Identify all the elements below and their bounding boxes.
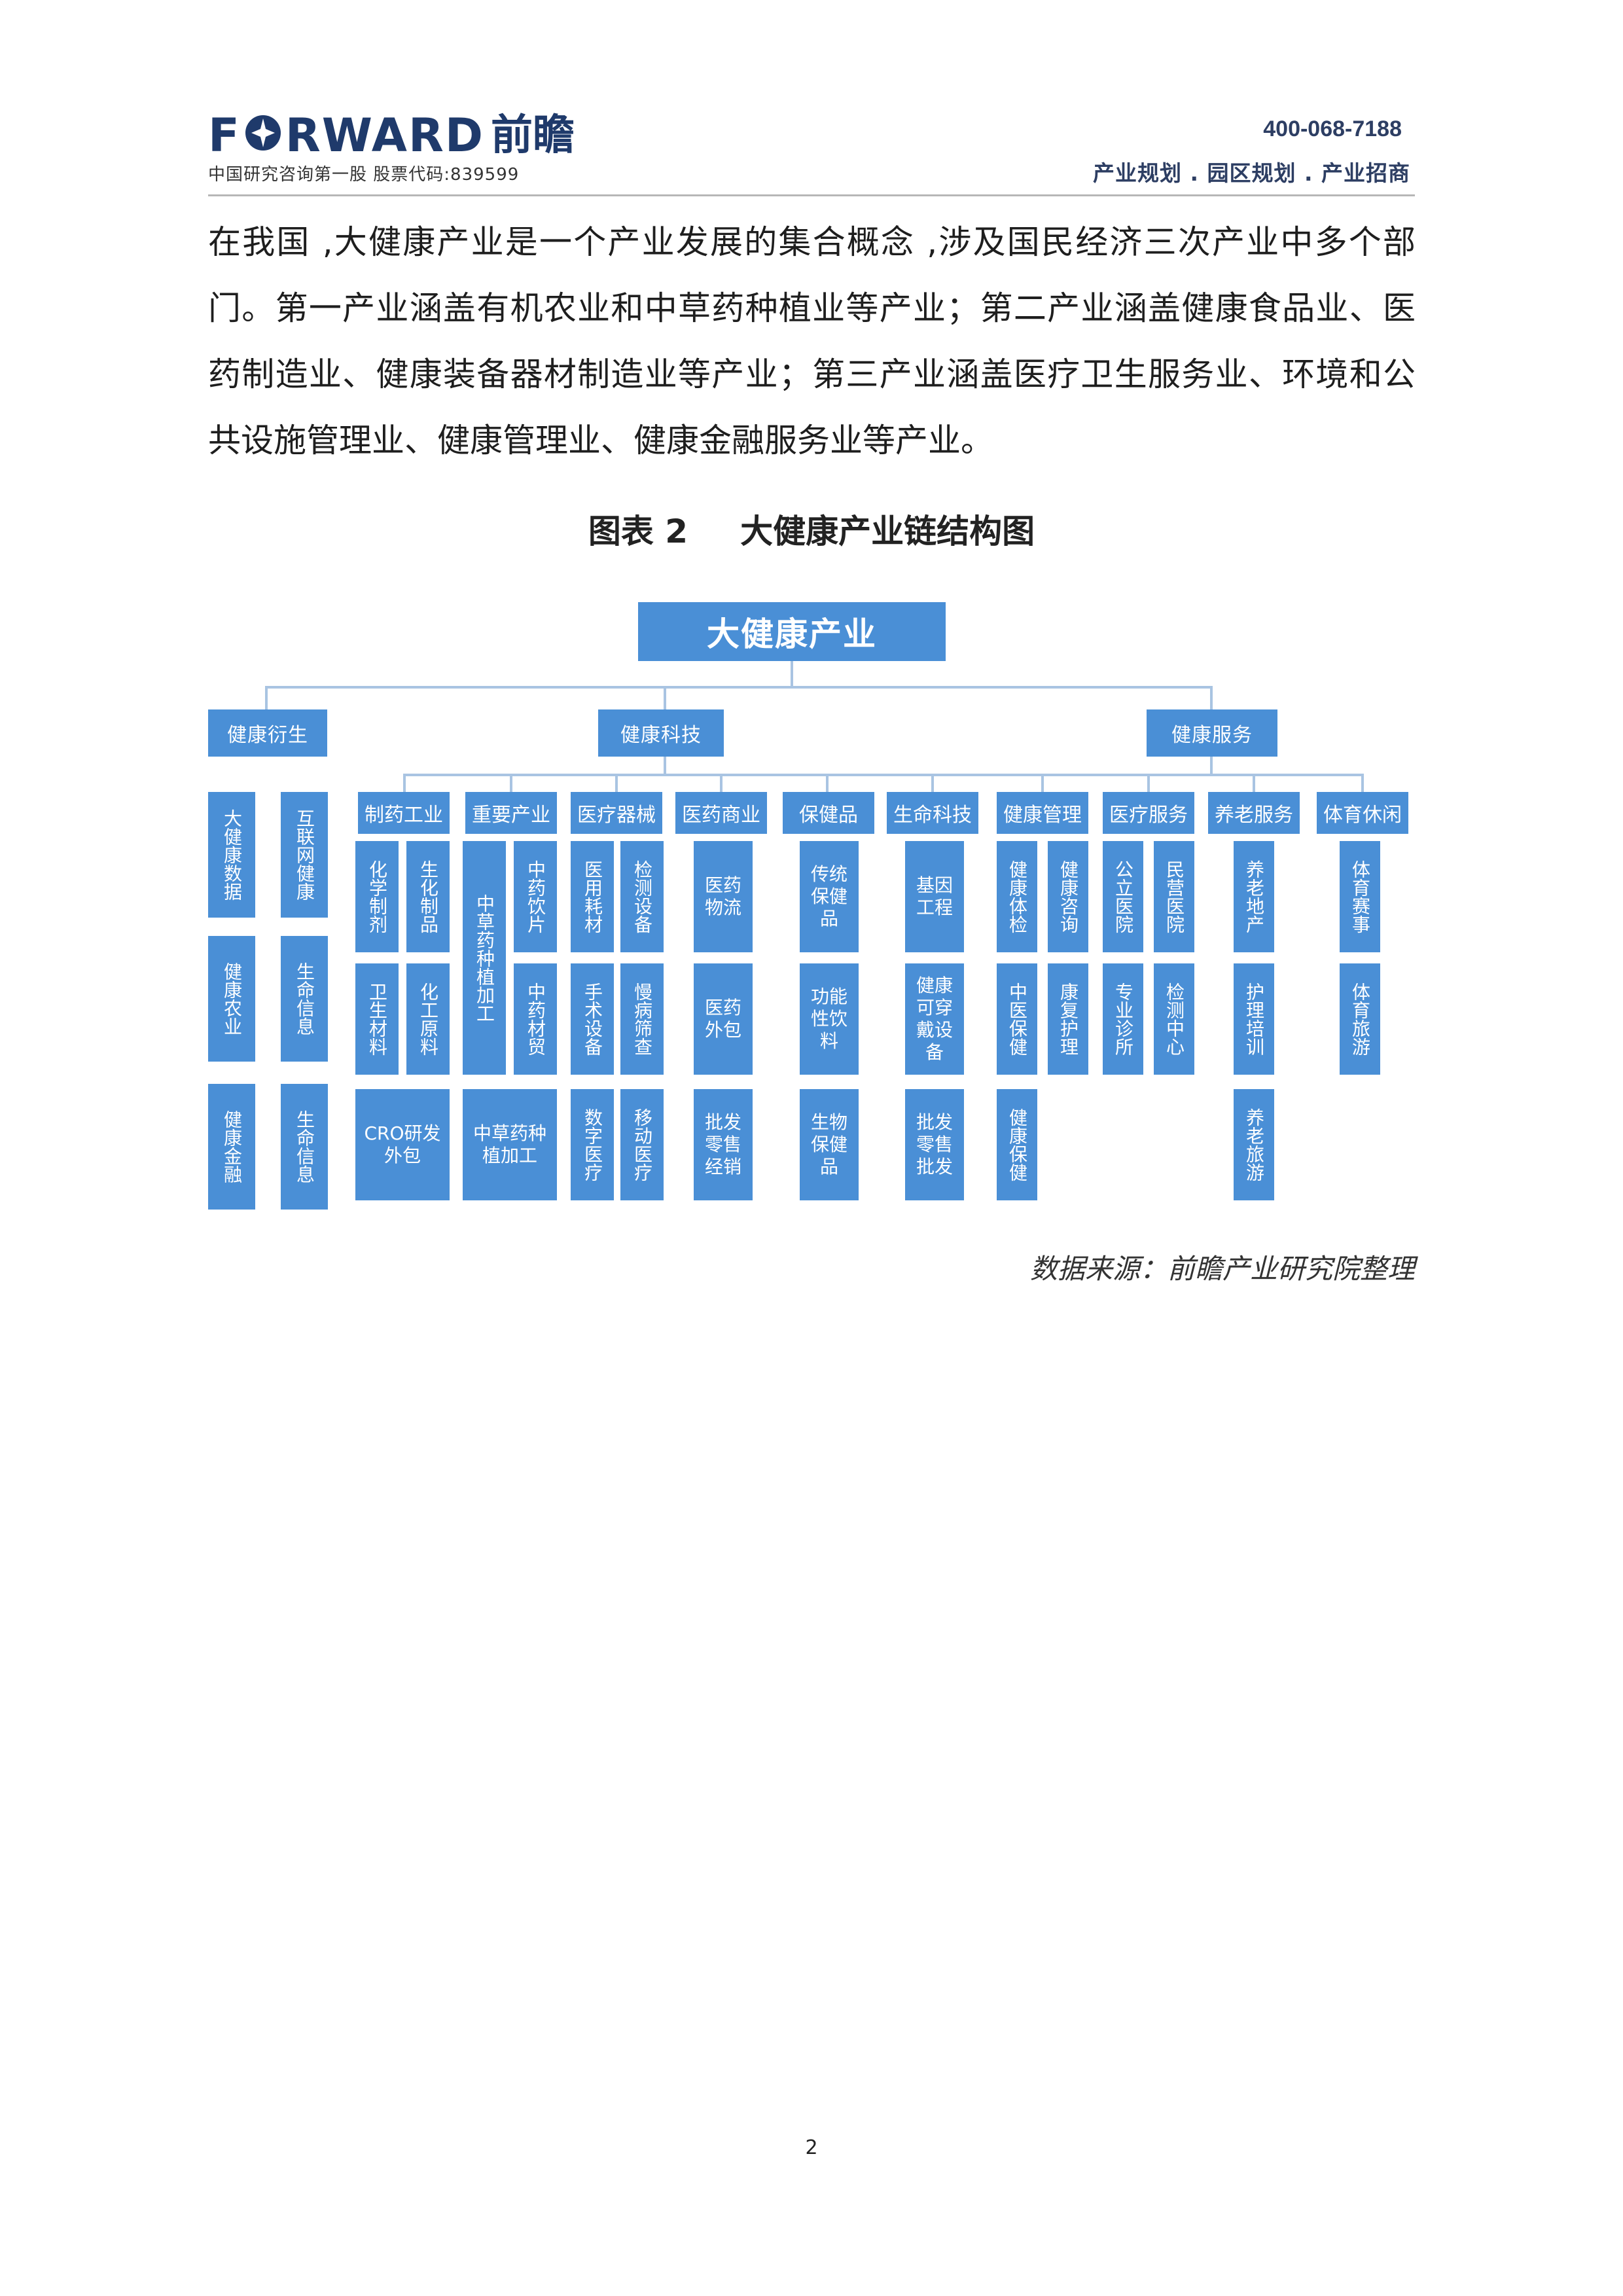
leaf-wholesale-retail-2: 批发零售批发	[905, 1089, 964, 1200]
node-pharma-industry: 制药工业	[358, 792, 450, 834]
company-tagline: 中国研究咨询第一股 股票代码:839599	[208, 165, 520, 185]
leaf-pharma-logistics: 医药物流	[694, 841, 753, 952]
leaf-biochemical-products: 生化制品	[406, 841, 450, 952]
leaf-mobile-medicine: 移动医疗	[620, 1089, 664, 1200]
leaf-elderly-travel: 养老旅游	[1234, 1089, 1274, 1200]
connector	[1041, 774, 1044, 792]
connector	[1253, 774, 1255, 792]
leaf-health-care: 健康保健	[997, 1089, 1037, 1200]
leaf-elderly-real-estate: 养老地产	[1234, 841, 1274, 952]
leaf-physical-exam: 健康体检	[997, 841, 1037, 952]
leaf-bio-supplements: 生物保健品	[800, 1089, 859, 1200]
connector	[1210, 686, 1213, 709]
intro-paragraph: 在我国 ,大健康产业是一个产业发展的集合概念 ,涉及国民经济三次产业中多个部门。…	[208, 223, 1416, 459]
figure-label: 图表 2	[588, 512, 688, 550]
leaf-chemical-materials: 化工原料	[406, 963, 450, 1075]
leaf-genetic-engineering: 基因工程	[905, 841, 964, 952]
header-slogan: 产业规划 . 园区规划 . 产业招商	[1092, 160, 1410, 186]
logo-globe-icon	[245, 115, 281, 151]
node-health-management: 健康管理	[997, 792, 1088, 834]
leaf-herb-planting: 中草药种植加工	[463, 841, 506, 1075]
leaf-medical-consumables: 医用耗材	[571, 841, 614, 952]
node-life-sciences: 生命科技	[887, 792, 978, 834]
leaf-digital-medicine: 数字医疗	[571, 1089, 614, 1200]
connector	[403, 774, 1364, 776]
node-key-industry: 重要产业	[465, 792, 557, 834]
connector	[615, 774, 618, 792]
leaf-sports-tourism: 体育旅游	[1340, 963, 1380, 1075]
connector	[265, 686, 1213, 689]
connector	[1361, 774, 1364, 792]
leaf-health-finance: 健康金融	[208, 1084, 255, 1210]
leaf-functional-drinks: 功能性饮料	[800, 963, 859, 1075]
connector	[1147, 774, 1150, 792]
node-sports-leisure: 体育休闲	[1317, 792, 1408, 834]
connector	[664, 757, 666, 775]
leaf-traditional-supplements: 传统保健品	[800, 841, 859, 952]
logo-chinese: 前瞻	[490, 111, 575, 160]
connector	[826, 774, 829, 792]
page-number: 2	[805, 2136, 818, 2159]
node-health-tech: 健康科技	[598, 709, 724, 757]
figure-caption: 大健康产业链结构图	[740, 512, 1035, 550]
connector	[720, 774, 722, 792]
connector	[403, 774, 406, 792]
leaf-specialty-clinic: 专业诊所	[1103, 963, 1143, 1075]
leaf-rehab-nursing: 康复护理	[1048, 963, 1088, 1075]
leaf-tcm-care: 中医保健	[997, 963, 1037, 1075]
leaf-life-info: 生命信息	[281, 936, 328, 1062]
leaf-tcm-slices: 中药饮片	[514, 841, 557, 952]
leaf-sports-events: 体育赛事	[1340, 841, 1380, 952]
leaf-nursing-training: 护理培训	[1234, 963, 1274, 1075]
leaf-health-consult: 健康咨询	[1048, 841, 1088, 952]
leaf-cro-outsourcing: CRO研发外包	[355, 1089, 450, 1200]
leaf-private-hospital: 民营医院	[1154, 841, 1194, 952]
leaf-pharma-outsourcing: 医药外包	[694, 963, 753, 1075]
leaf-chemical-preparations: 化学制剂	[355, 841, 399, 952]
leaf-chronic-screening: 慢病筛查	[620, 963, 664, 1075]
logo-letter-f: F	[208, 109, 241, 162]
connector	[664, 686, 666, 709]
node-health-service: 健康服务	[1147, 709, 1277, 757]
node-elderly-care: 养老服务	[1208, 792, 1300, 834]
connector	[791, 661, 793, 687]
connector	[265, 686, 268, 709]
leaf-testing-equipment: 检测设备	[620, 841, 664, 952]
connector	[1210, 757, 1213, 775]
leaf-herb-planting-2: 中草药种植加工	[463, 1089, 557, 1200]
node-supplements: 保健品	[783, 792, 874, 834]
leaf-tcm-trade: 中药材贸	[514, 963, 557, 1075]
figure-title: 图表 2 大健康产业链结构图	[0, 505, 1623, 552]
header-divider	[208, 194, 1415, 196]
node-medical-service: 医疗服务	[1103, 792, 1194, 834]
leaf-public-hospital: 公立医院	[1103, 841, 1143, 952]
leaf-sanitary-materials: 卫生材料	[355, 963, 399, 1075]
root-node: 大健康产业	[638, 602, 946, 661]
forward-logo: F RWARD 前瞻	[208, 111, 575, 160]
leaf-internet-health: 互联网健康	[281, 792, 328, 918]
leaf-health-agriculture: 健康农业	[208, 936, 255, 1062]
node-medical-devices: 医疗器械	[571, 792, 662, 834]
node-health-derivative: 健康衍生	[208, 709, 327, 757]
node-pharma-commerce: 医药商业	[675, 792, 767, 834]
logo-wordmark: RWARD	[285, 109, 484, 162]
leaf-testing-center: 检测中心	[1154, 963, 1194, 1075]
connector	[931, 774, 934, 792]
leaf-surgical-equipment: 手术设备	[571, 963, 614, 1075]
leaf-wearable-devices: 健康可穿戴设备	[905, 963, 964, 1075]
connector	[510, 774, 512, 792]
leaf-life-info-2: 生命信息	[281, 1084, 328, 1210]
leaf-big-health-data: 大健康数据	[208, 792, 255, 918]
leaf-wholesale-retail: 批发零售经销	[694, 1089, 753, 1200]
data-source-note: 数据来源：前瞻产业研究院整理	[1029, 1253, 1415, 1285]
contact-phone: 400-068-7188	[1263, 117, 1402, 141]
